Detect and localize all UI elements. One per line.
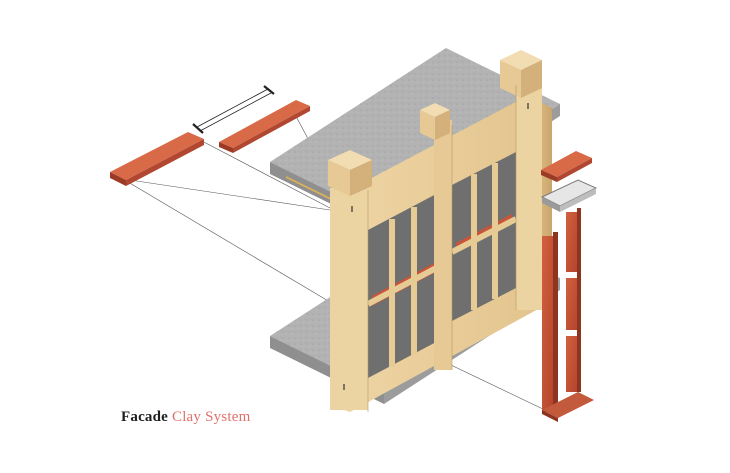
metal-clip-left xyxy=(192,85,275,134)
caption-words-clay-system: Clay System xyxy=(171,409,251,425)
clay-baguettes xyxy=(542,208,594,422)
metal-bracket-right xyxy=(540,179,598,212)
window-left xyxy=(366,192,442,378)
clay-tile-upper xyxy=(219,100,310,153)
clay-tile-left xyxy=(110,132,204,186)
window-right xyxy=(450,152,518,321)
timber-frame xyxy=(328,50,552,412)
diagram-caption: Facade Clay System xyxy=(121,409,250,426)
caption-word-facade: Facade xyxy=(121,409,169,425)
clay-tile-top-right xyxy=(541,151,592,182)
